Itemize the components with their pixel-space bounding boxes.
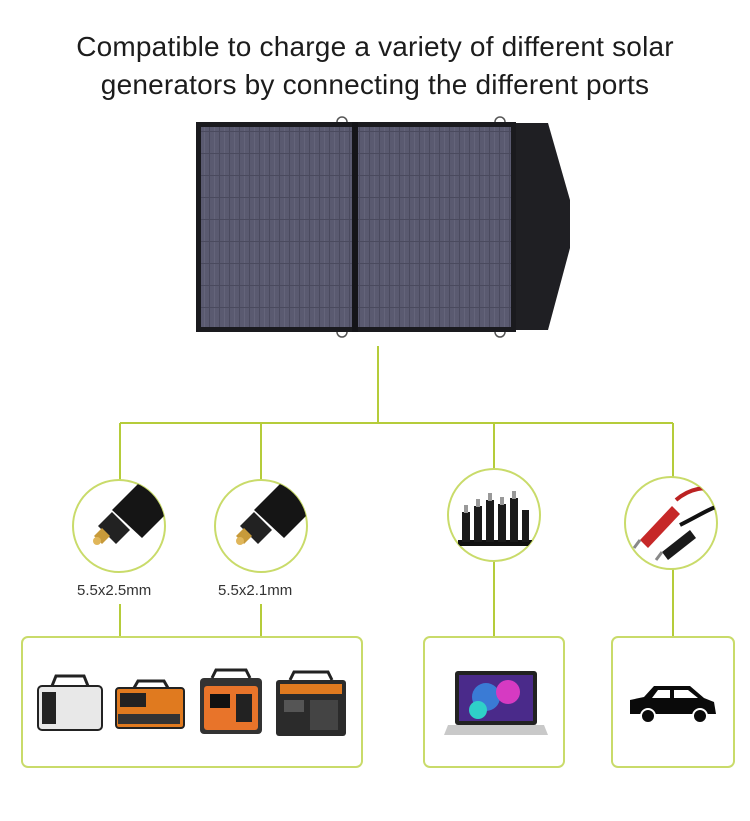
- adapter-tips-icon: [458, 491, 532, 546]
- power-station-icon: [276, 670, 346, 736]
- power-station-icon: [115, 679, 185, 729]
- device-box-laptop: [423, 636, 565, 768]
- connector-lines: [119, 346, 674, 637]
- port-circle-3: [447, 468, 541, 562]
- panel-left-half: [201, 127, 352, 327]
- page-title: Compatible to charge a variety of differ…: [0, 28, 750, 104]
- dc-plug-icon: [93, 482, 165, 545]
- port-label-5.5x2.1mm: 5.5x2.1mm: [218, 582, 293, 599]
- panel-pouch: [514, 123, 570, 330]
- power-station-icon: [37, 674, 103, 731]
- device-box-car: [611, 636, 735, 768]
- title-line-1: Compatible to charge a variety of differ…: [76, 31, 674, 62]
- laptop-icon: [444, 671, 548, 735]
- alligator-clamps-icon: [632, 486, 717, 561]
- port-label-5.5x2.5mm: 5.5x2.5mm: [77, 582, 152, 599]
- solar-panel: [196, 116, 570, 338]
- car-icon: [630, 686, 716, 724]
- power-station-icon: [200, 668, 262, 734]
- dc-plug-icon: [236, 482, 307, 545]
- device-box-power-stations: [21, 636, 363, 768]
- port-circle-2: [214, 479, 308, 573]
- panel-right-half: [358, 127, 511, 327]
- title-line-2: generators by connecting the different p…: [100, 69, 650, 100]
- port-circle-1: [72, 479, 166, 573]
- port-circle-4: [624, 476, 718, 570]
